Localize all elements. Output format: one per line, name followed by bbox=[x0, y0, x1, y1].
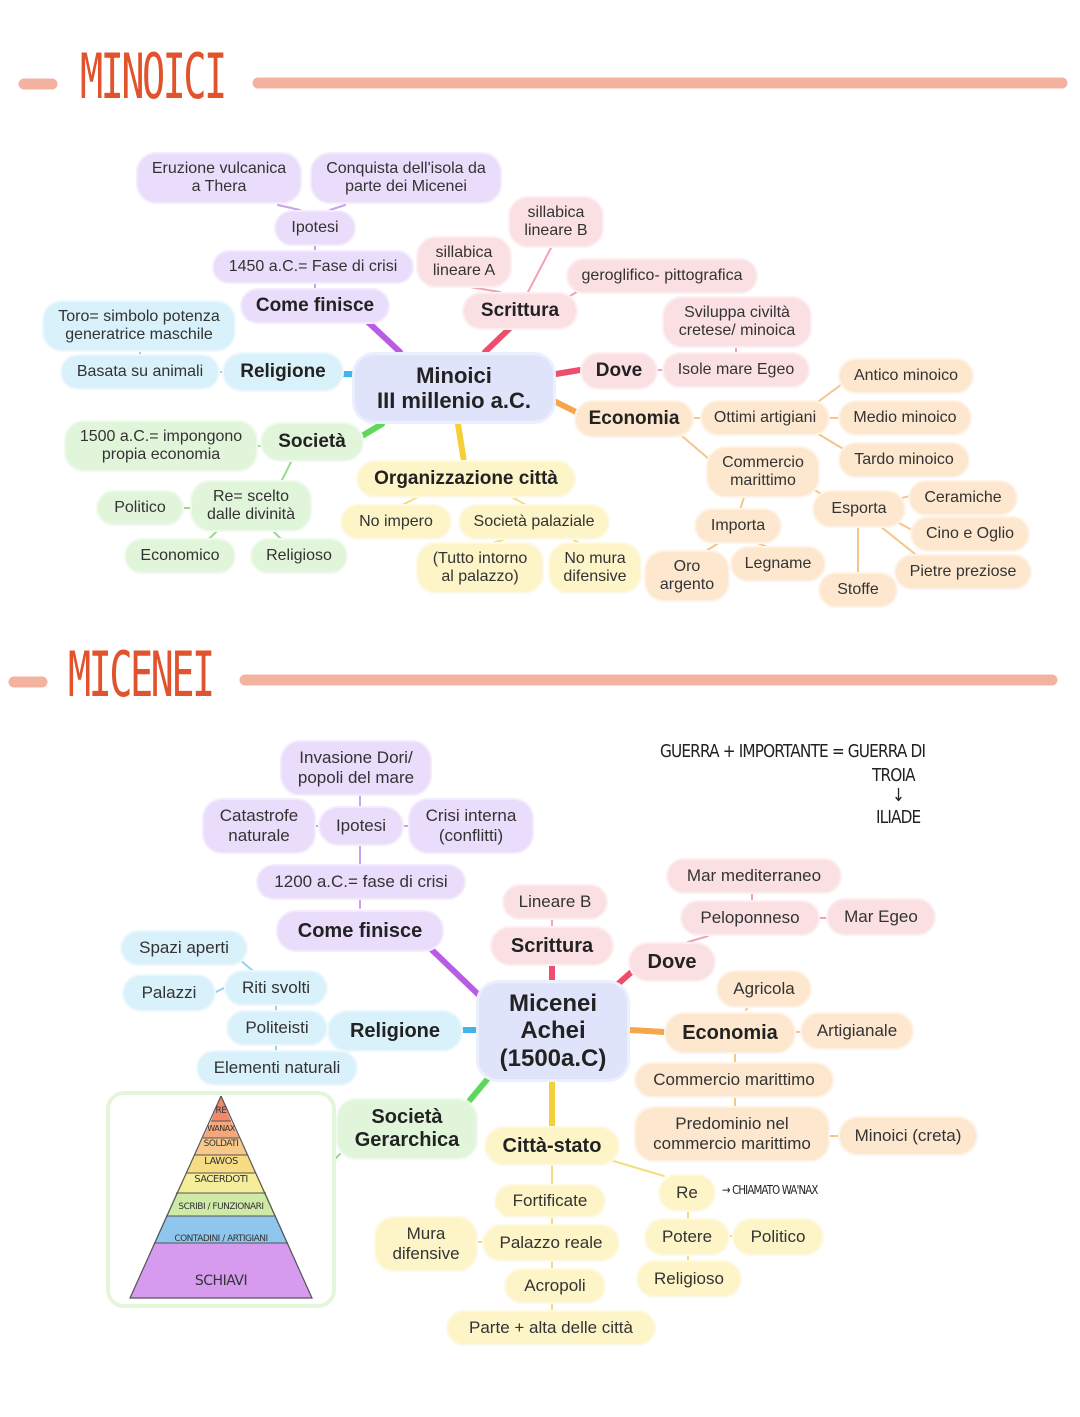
node-citta-stato: Città-stato bbox=[484, 1126, 620, 1166]
node-catastrofe: Catastrofe naturale bbox=[202, 798, 316, 854]
node-re-scelto: Re= scelto dalle divinità bbox=[190, 480, 312, 532]
pyramid-wanax: WANAX bbox=[207, 1124, 235, 1133]
node-invasione: Invasione Dori/ popoli del mare bbox=[280, 740, 432, 796]
node-conquista: Conquista dell'isola da parte dei Micene… bbox=[310, 152, 502, 204]
node-dove: Dove bbox=[580, 352, 658, 390]
node-oro: Oro argento bbox=[644, 550, 730, 602]
note-iliade: ILIADE bbox=[876, 807, 921, 828]
pyramid-contadini: CONTADINI / ARTIGIANI bbox=[174, 1234, 268, 1244]
center-node-minoici: Minoici III millenio a.C. bbox=[352, 352, 556, 424]
node-minoici-creta: Minoici (creta) bbox=[838, 1116, 978, 1156]
node-organizzazione: Organizzazione città bbox=[356, 460, 576, 498]
note-arrow-icon: ↓ bbox=[892, 785, 905, 806]
node-societa-gerarchica: Società Gerarchica bbox=[336, 1098, 478, 1160]
node-societa-palaziale: Società palaziale bbox=[458, 504, 610, 540]
node-ipotesi-micenei: Ipotesi bbox=[318, 806, 404, 846]
section-title-micenei: MICENEI bbox=[68, 638, 215, 711]
node-fase-crisi: 1450 a.C.= Fase di crisi bbox=[212, 250, 414, 284]
node-scrittura-micenei: Scrittura bbox=[490, 926, 614, 966]
node-toro: Toro= simbolo potenza generatrice maschi… bbox=[42, 300, 236, 352]
node-agricola: Agricola bbox=[716, 970, 812, 1008]
node-medio: Medio minoico bbox=[838, 400, 972, 436]
node-potere: Potere bbox=[644, 1218, 730, 1256]
node-stoffe: Stoffe bbox=[818, 572, 898, 608]
node-ceramiche: Ceramiche bbox=[908, 480, 1018, 516]
node-economia-micenei: Economia bbox=[664, 1012, 796, 1054]
node-isole: Isole mare Egeo bbox=[662, 352, 810, 388]
node-legname: Legname bbox=[730, 546, 826, 582]
node-lineare-b-micenei: Lineare B bbox=[502, 884, 608, 920]
pyramid-scribi: SCRIBI / FUNZIONARI bbox=[178, 1202, 264, 1212]
pyramid-schiavi: SCHIAVI bbox=[194, 1273, 248, 1289]
node-artigianale: Artigianale bbox=[800, 1012, 914, 1050]
node-tutto-intorno: (Tutto intorno al palazzo) bbox=[416, 542, 544, 594]
node-come-finisce: Come finisce bbox=[240, 288, 390, 324]
node-cino: Cino e Oglio bbox=[910, 516, 1030, 552]
node-importa: Importa bbox=[694, 508, 782, 544]
node-fase-crisi-micenei: 1200 a.C.= fase di crisi bbox=[256, 864, 466, 900]
node-politico-micenei: Politico bbox=[732, 1218, 824, 1256]
node-esporta: Esporta bbox=[812, 490, 906, 528]
node-religione-micenei: Religione bbox=[327, 1010, 463, 1052]
node-sviluppo: Sviluppa civiltà cretese/ minoica bbox=[662, 296, 812, 348]
node-re: Re bbox=[658, 1174, 716, 1212]
pyramid-soldati: SOLDATI bbox=[203, 1139, 239, 1149]
node-religioso: Religioso bbox=[250, 538, 348, 574]
node-antico: Antico minoico bbox=[838, 358, 974, 394]
node-scrittura: Scrittura bbox=[462, 292, 578, 330]
pyramid-lawos: LAWOS bbox=[204, 1156, 238, 1167]
node-riti-svolti: Riti svolti bbox=[224, 970, 328, 1006]
node-animali: Basata su animali bbox=[60, 354, 220, 390]
center-node-micenei: Micenei Achei (1500a.C) bbox=[476, 980, 630, 1082]
node-economia: Economia bbox=[574, 400, 694, 438]
pyramid-re: RE bbox=[215, 1106, 227, 1116]
node-no-impero: No impero bbox=[340, 504, 452, 540]
node-eruzione: Eruzione vulcanica a Thera bbox=[136, 152, 302, 204]
node-parte-alta: Parte + alta delle città bbox=[446, 1310, 656, 1346]
node-ottimi-artigiani: Ottimi artigiani bbox=[700, 400, 830, 436]
node-dove-micenei: Dove bbox=[628, 942, 716, 982]
node-fortificate: Fortificate bbox=[494, 1184, 606, 1218]
pyramid-sacerdoti: SACERDOTI bbox=[194, 1174, 248, 1185]
note-wanax: → CHIAMATO WA'NAX bbox=[722, 1183, 818, 1197]
node-crisi-interna: Crisi interna (conflitti) bbox=[408, 798, 534, 854]
node-commercio: Commercio marittimo bbox=[706, 446, 820, 498]
note-guerra: GUERRA + IMPORTANTE = GUERRA DI bbox=[660, 741, 926, 762]
social-pyramid bbox=[129, 1095, 313, 1299]
node-mura-difensive: Mura difensive bbox=[374, 1216, 478, 1272]
node-acropoli: Acropoli bbox=[504, 1268, 606, 1304]
node-religioso-micenei: Religioso bbox=[636, 1260, 742, 1298]
node-societa: Società bbox=[260, 422, 364, 462]
node-elementi-naturali: Elementi naturali bbox=[196, 1050, 358, 1086]
note-troia: TROIA bbox=[872, 765, 916, 786]
node-politeisti: Politeisti bbox=[226, 1010, 328, 1046]
node-geroglifico: geroglifico- pittografica bbox=[566, 258, 758, 294]
node-ipotesi: Ipotesi bbox=[274, 210, 356, 246]
node-economico: Economico bbox=[124, 538, 236, 574]
node-palazzo-reale: Palazzo reale bbox=[482, 1224, 620, 1262]
node-economia-1500: 1500 a.C.= impongono propia economia bbox=[64, 420, 258, 472]
node-mar-mediterraneo: Mar mediterraneo bbox=[666, 858, 842, 894]
node-lineare-b: sillabica lineare B bbox=[508, 196, 604, 248]
section-title-minoici: MINOICI bbox=[80, 40, 227, 113]
node-pietre: Pietre preziose bbox=[894, 554, 1032, 590]
node-peloponneso: Peloponneso bbox=[680, 900, 820, 936]
node-predominio: Predominio nel commercio marittimo bbox=[634, 1106, 830, 1162]
node-come-finisce-micenei: Come finisce bbox=[276, 910, 444, 952]
node-mar-egeo: Mar Egeo bbox=[826, 898, 936, 936]
node-religione: Religione bbox=[222, 352, 344, 392]
node-tardo: Tardo minoico bbox=[838, 442, 970, 478]
node-commercio-micenei: Commercio marittimo bbox=[634, 1062, 834, 1098]
node-politico: Politico bbox=[96, 490, 184, 526]
node-spazi-aperti: Spazi aperti bbox=[120, 930, 248, 966]
node-no-mura: No mura difensive bbox=[548, 542, 642, 594]
node-lineare-a: sillabica lineare A bbox=[416, 236, 512, 288]
node-palazzi: Palazzi bbox=[122, 974, 216, 1012]
